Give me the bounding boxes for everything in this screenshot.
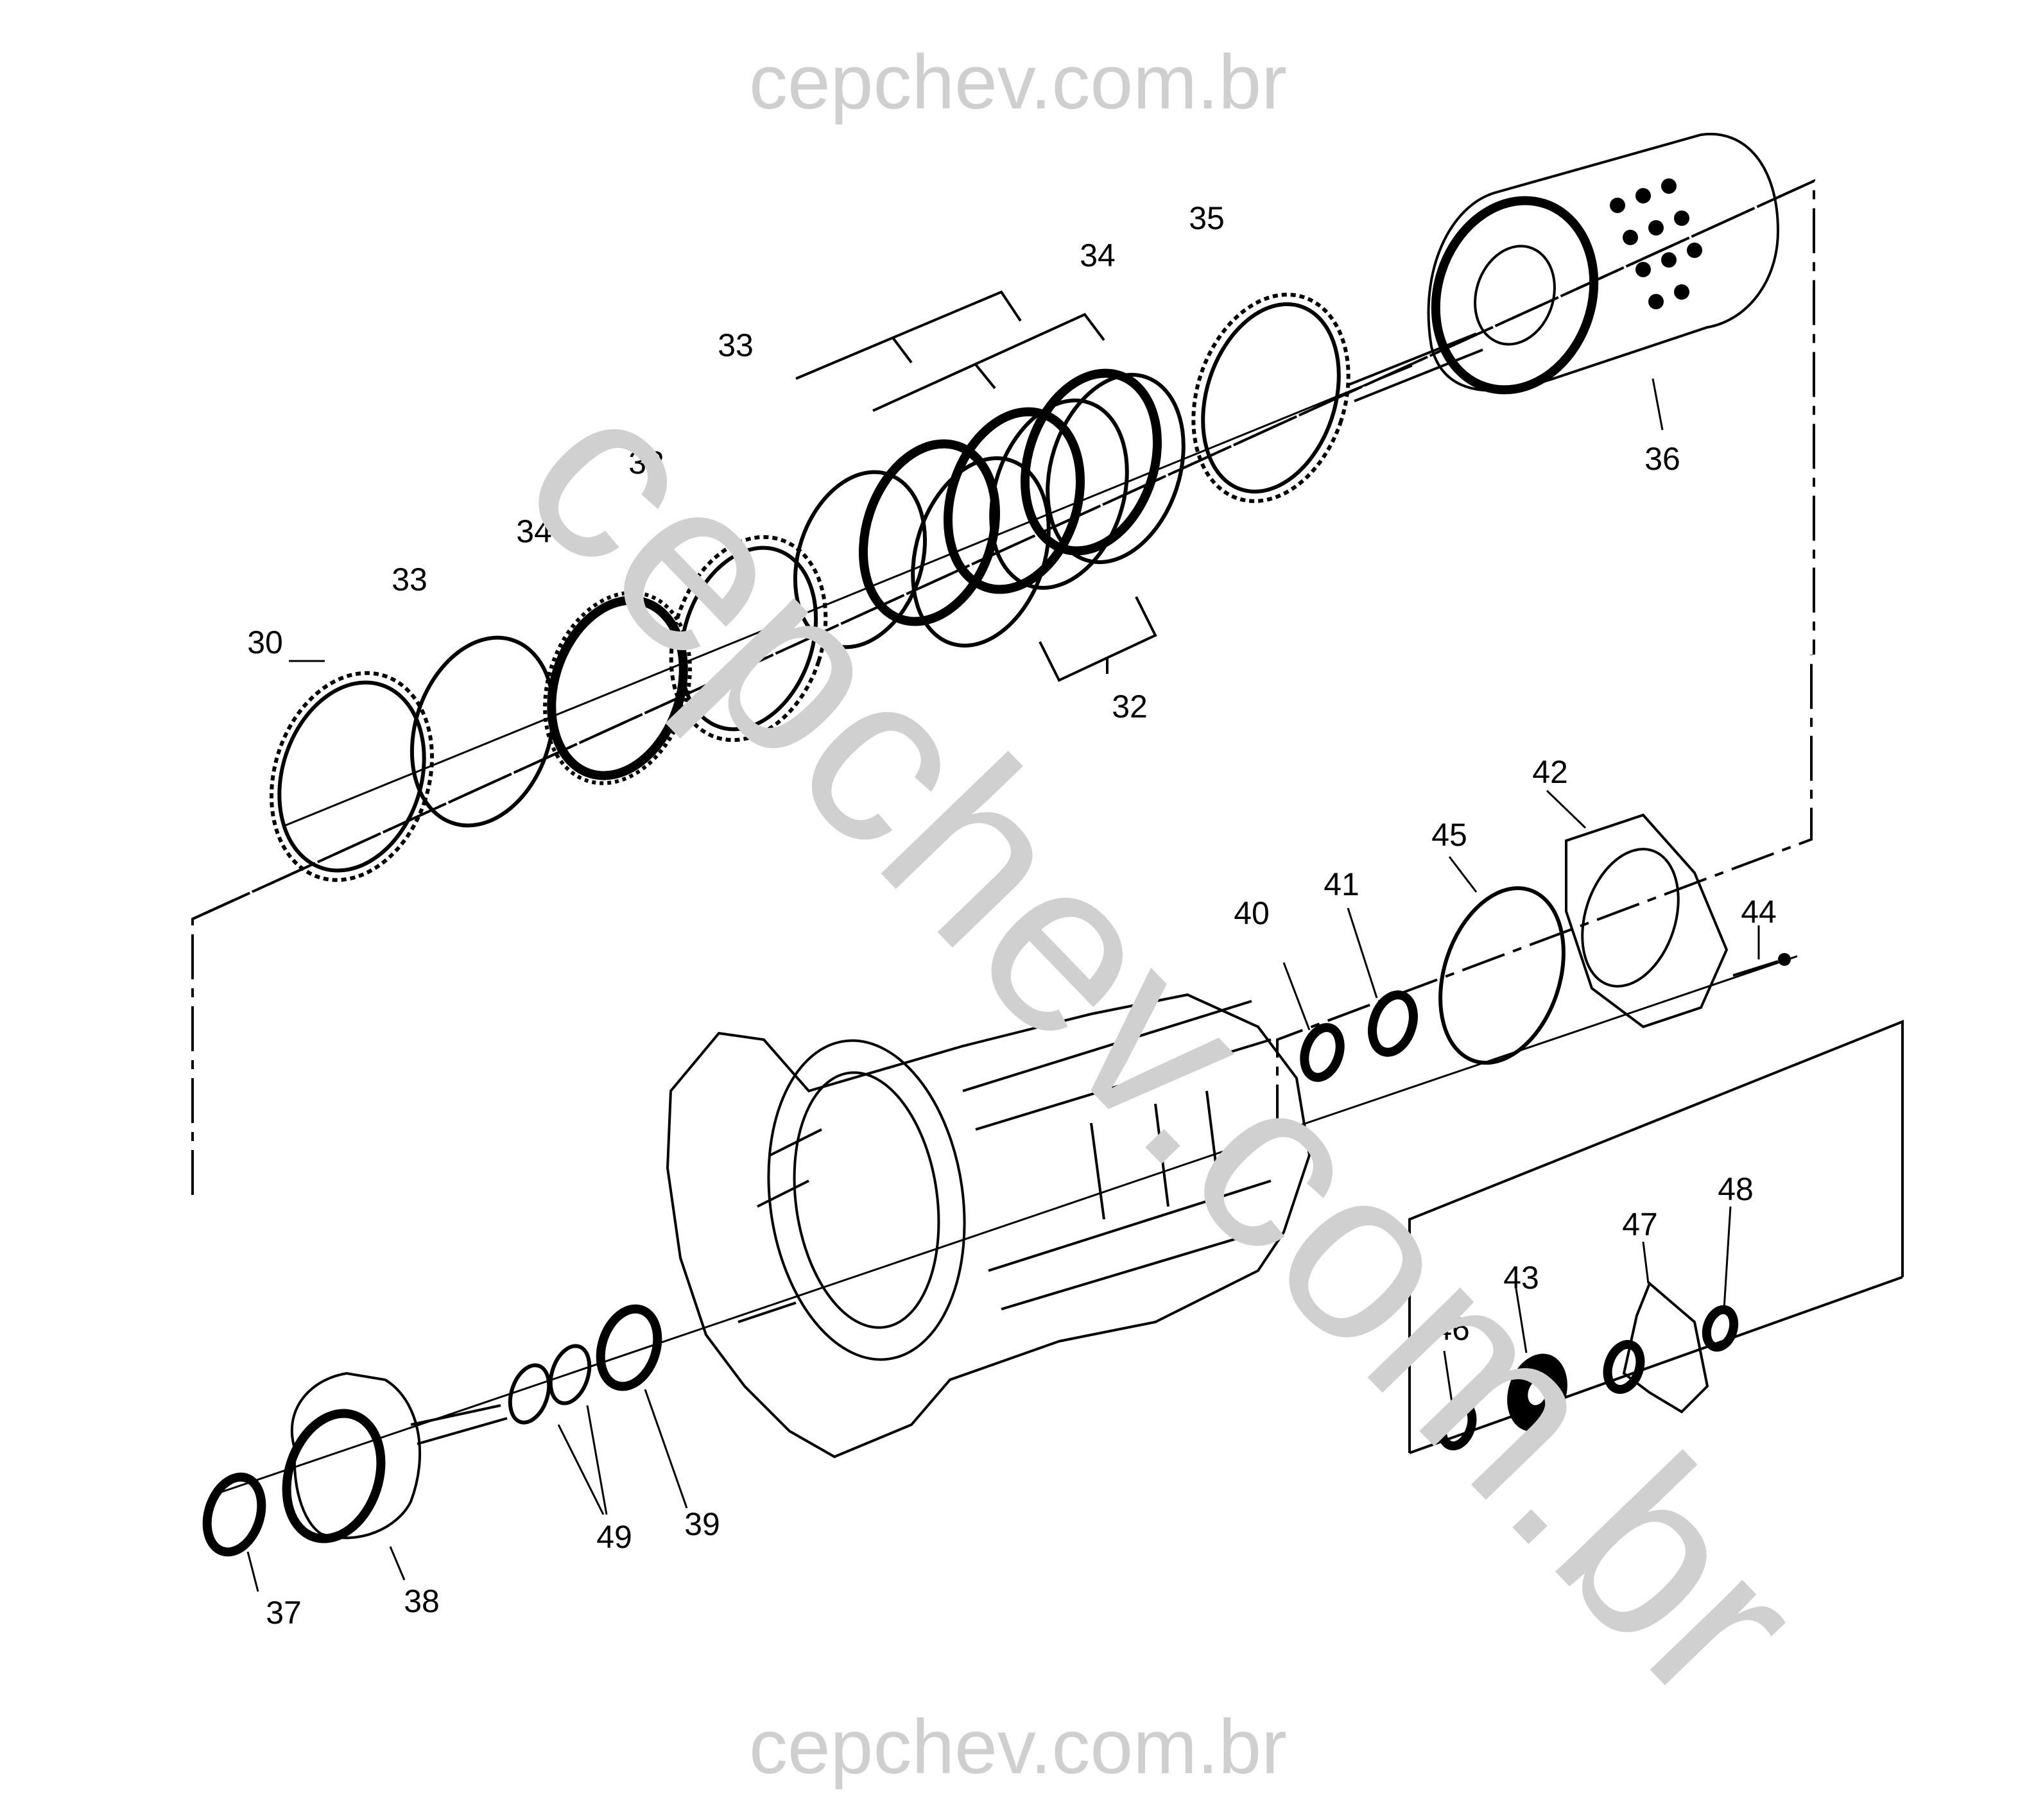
watermark-bottom: cepchev.com.br [748, 1704, 1288, 1790]
callout-44: 44 [1741, 894, 1777, 930]
callout-49: 49 [596, 1519, 632, 1555]
callout-38: 38 [404, 1583, 440, 1619]
part-40-bearing [1282, 962, 1345, 1082]
part-39-thrust-washer [596, 1304, 688, 1509]
callout-33: 33 [718, 327, 754, 363]
part-49-seal-rings [508, 1344, 608, 1515]
callout-34: 34 [516, 513, 552, 549]
callout-48: 48 [1718, 1171, 1754, 1207]
upper-axis [282, 365, 1413, 828]
part-45-seal-ring [1438, 856, 1566, 1065]
part-36-clutch-drum [1347, 132, 1780, 431]
callout-37: 37 [266, 1595, 302, 1631]
upper-frame [191, 178, 1815, 1195]
part-47-flange [1603, 1241, 1709, 1414]
callout-34: 34 [1080, 237, 1116, 273]
clutch-pack-stack [793, 290, 1186, 682]
lower-right-frames [1276, 655, 1904, 1454]
callout-42: 42 [1532, 754, 1568, 790]
callout-labels: 30 33 34 32 33 34 35 36 32 42 45 41 40 4… [247, 200, 1777, 1631]
callout-36: 36 [1644, 441, 1680, 477]
callout-33: 33 [392, 562, 427, 597]
callout-32: 32 [628, 445, 664, 481]
part-48-seal [1702, 1206, 1739, 1352]
callout-40: 40 [1234, 895, 1270, 931]
watermark-top: cepchev.com.br [748, 39, 1288, 125]
callout-35: 35 [1189, 200, 1225, 236]
lower-axis [211, 955, 1798, 1497]
part-33-snap-ring-a [410, 635, 556, 828]
part-37-snap-ring [202, 1472, 266, 1592]
callout-41: 41 [1324, 866, 1359, 902]
part-32-clutch-plate-a [669, 535, 828, 743]
callout-46: 46 [1434, 1311, 1470, 1347]
part-41-bearing [1347, 907, 1418, 1057]
transmission-case [666, 993, 1311, 1459]
part-42-pump-cover [1546, 789, 1729, 1029]
part-38-output-hub [282, 1371, 508, 1581]
callout-32: 32 [1112, 689, 1148, 725]
part-44-bolt [1732, 925, 1791, 977]
part-43-bearing [1507, 1288, 1567, 1432]
part-35-clutch-plate [1191, 293, 1350, 503]
callout-39: 39 [684, 1506, 720, 1542]
callout-43: 43 [1503, 1260, 1539, 1296]
callout-47: 47 [1622, 1206, 1658, 1242]
callout-30: 30 [247, 624, 283, 660]
part-46-bushing [1437, 1350, 1477, 1451]
callout-45: 45 [1431, 817, 1467, 853]
